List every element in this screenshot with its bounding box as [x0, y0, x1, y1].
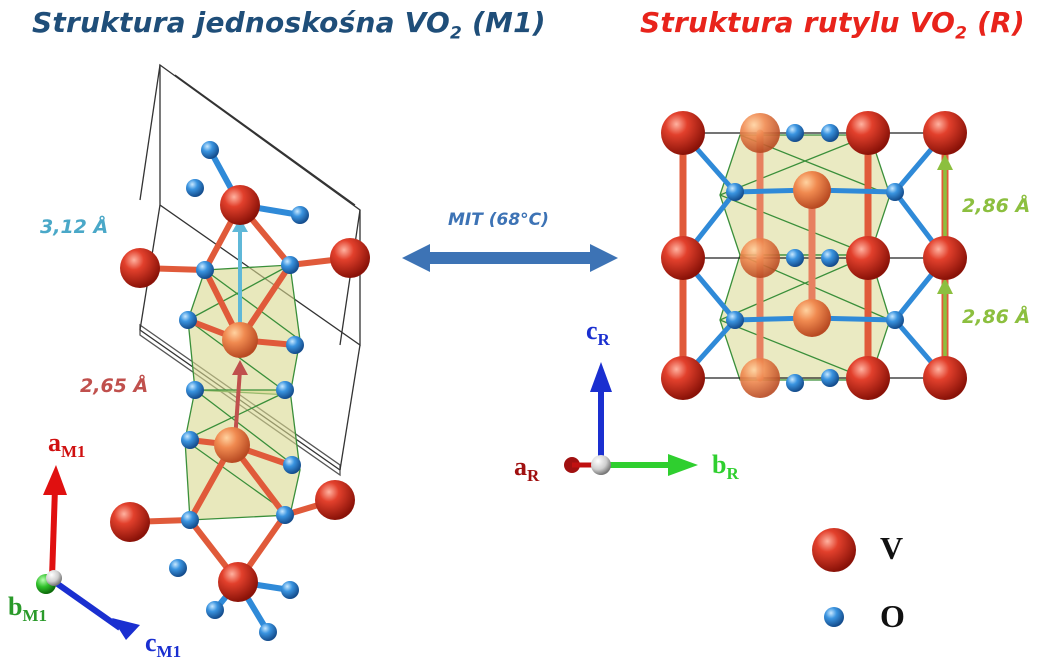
distance-long-label: 3,12 Å: [40, 216, 109, 238]
axis-b-r-label: bR: [712, 450, 739, 484]
distance-short-label: 2,65 Å: [80, 375, 149, 397]
distance-rutile-lower-label: 2,86 Å: [962, 306, 1031, 328]
rutile-vv-arrows: [937, 154, 953, 365]
monoclinic-structure-title: Struktura jednoskośna VO2 (M1): [32, 6, 546, 44]
legend-oxygen-label: O: [880, 598, 905, 634]
axis-a-m1-label: aM1: [48, 428, 86, 462]
legend-vanadium-icon: [812, 528, 856, 572]
mit-arrow: [402, 244, 618, 272]
axis-b-m1-label: bM1: [8, 592, 48, 626]
distance-rutile-upper-label: 2,86 Å: [962, 195, 1031, 217]
rutile-structure-title: Struktura rutylu VO2 (R): [640, 6, 1025, 44]
legend-oxygen-icon: [824, 607, 844, 627]
m1-atoms: [110, 141, 370, 641]
r-axes-triad: [564, 362, 698, 476]
rutile-atoms: [661, 111, 967, 400]
m1-axes-triad: [36, 465, 140, 640]
axis-c-r-label: cR: [586, 316, 610, 350]
legend-vanadium-label: V: [880, 530, 904, 566]
axis-c-m1-label: cM1: [145, 628, 182, 662]
axis-a-r-label: aR: [514, 452, 540, 486]
mit-label: MIT (68°C): [448, 210, 549, 230]
